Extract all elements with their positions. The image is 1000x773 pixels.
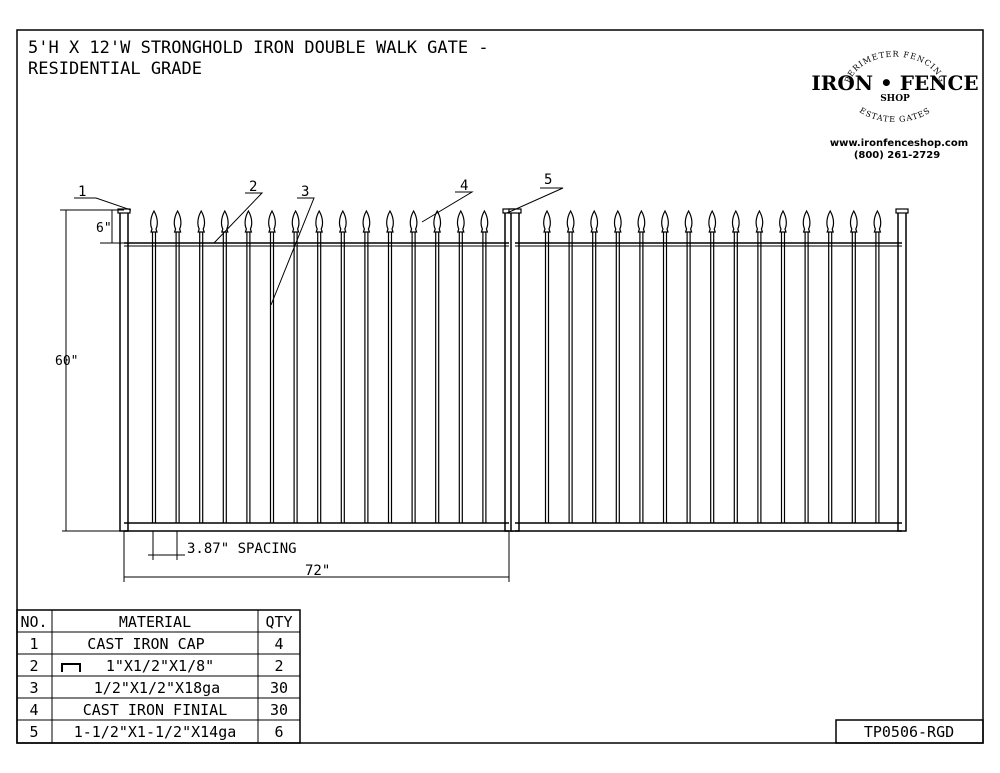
finial [873, 209, 882, 233]
finial [779, 209, 787, 233]
table-header-no: NO. [20, 613, 47, 631]
logo-bottom-arc: ESTATE GATES [858, 106, 932, 124]
finial [362, 209, 371, 233]
finial [802, 209, 811, 233]
spacing-label: 3.87" SPACING [187, 541, 297, 557]
gate-post [119, 211, 129, 532]
sheet-border [16, 29, 984, 744]
title-line-2: RESIDENTIAL GRADE [28, 59, 202, 79]
callout-3: 3 [301, 184, 309, 200]
finial [291, 209, 300, 233]
row-2-no: 2 [29, 657, 38, 675]
finial [613, 209, 622, 233]
row-3-qty: 30 [270, 679, 288, 697]
finial [566, 209, 575, 233]
row-4-qty: 30 [270, 701, 288, 719]
logo-sub: SHOP [880, 94, 910, 104]
finial [173, 209, 182, 233]
drawing-number: TP0506-RGD [864, 723, 954, 741]
finial [338, 209, 347, 233]
row-1-qty: 4 [274, 635, 283, 653]
finial [590, 209, 599, 233]
row-1-no: 1 [29, 635, 38, 653]
finial [731, 209, 740, 233]
finial [315, 209, 324, 233]
finial [684, 209, 693, 233]
channel-icon [61, 663, 81, 672]
finial [409, 209, 418, 233]
finial [244, 209, 253, 233]
finial [637, 209, 646, 233]
callout-2: 2 [249, 179, 257, 195]
post-cap [895, 208, 909, 214]
callout-4: 4 [460, 178, 468, 194]
finial [826, 209, 835, 233]
row-4-no: 4 [29, 701, 38, 719]
callout-1: 1 [78, 184, 86, 200]
finial [849, 209, 858, 233]
finial [268, 209, 276, 233]
gate-post [897, 211, 907, 532]
gate-post [510, 211, 520, 532]
post-cap [117, 208, 131, 214]
dimension-lines [60, 209, 510, 582]
callout-leaders [74, 187, 564, 306]
row-5-material: 1-1/2"X1-1/2"X14ga [74, 723, 237, 741]
row-1-material: CAST IRON CAP [87, 635, 204, 653]
finial [543, 209, 551, 233]
finial [755, 209, 764, 233]
finial [708, 209, 717, 233]
materials-table [16, 609, 301, 744]
row-2-material: 1"X1/2"X1/8" [106, 657, 214, 675]
table-header-qty: QTY [265, 613, 292, 631]
drawing-number-box [835, 719, 984, 744]
logo-main: IRON • FENCE [811, 71, 978, 95]
finial [661, 209, 669, 233]
row-5-no: 5 [29, 723, 38, 741]
row-3-material: 1/2"X1/2"X18ga [94, 679, 220, 697]
finial [197, 209, 206, 233]
logo-website: www.ironfenceshop.com [830, 138, 968, 149]
iron-fence-shop-logo: PERIMETER FENCING IRON • FENCE SHOP ESTA… [811, 50, 978, 161]
table-header-material: MATERIAL [119, 613, 191, 631]
finial-height-label: 6" [96, 221, 112, 236]
row-3-no: 3 [29, 679, 38, 697]
finial [433, 209, 442, 233]
row-4-material: CAST IRON FINIAL [83, 701, 228, 719]
finial [150, 209, 158, 233]
logo-phone: (800) 261-2729 [854, 150, 940, 161]
callout-5: 5 [544, 172, 552, 188]
row-2-qty: 2 [274, 657, 283, 675]
finial [386, 209, 394, 233]
finial [480, 209, 489, 233]
total-height-label: 60" [55, 354, 78, 369]
title-line-1: 5'H X 12'W STRONGHOLD IRON DOUBLE WALK G… [28, 38, 489, 58]
panel-width-label: 72" [305, 563, 330, 579]
finial [456, 209, 465, 233]
row-5-qty: 6 [274, 723, 283, 741]
gate-elevation [117, 208, 909, 532]
